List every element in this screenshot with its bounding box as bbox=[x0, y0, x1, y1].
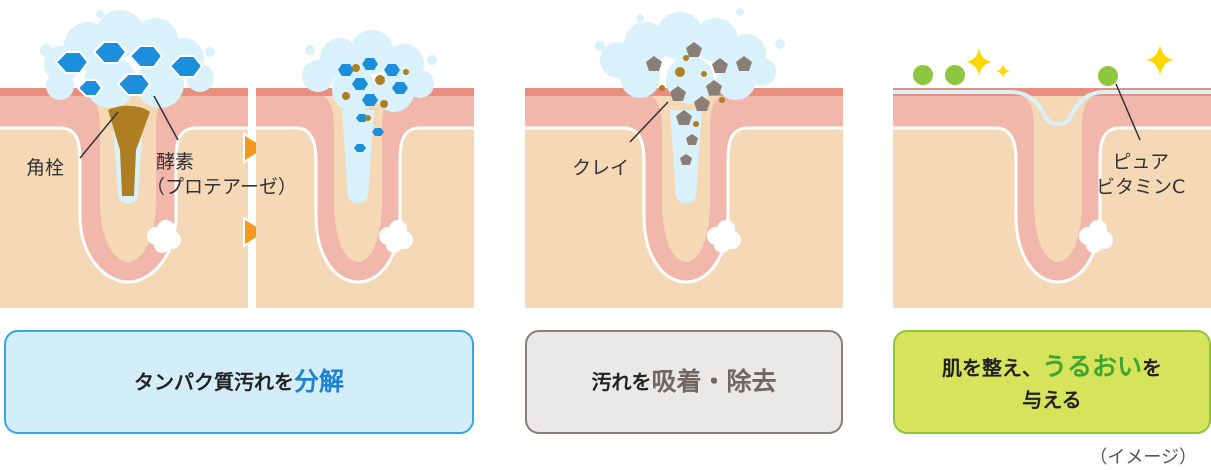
skin-diagram bbox=[0, 8, 1211, 308]
arrow-right-icon bbox=[243, 132, 268, 248]
sebum-particle bbox=[342, 64, 409, 121]
enzyme-hexagon-icon bbox=[54, 41, 204, 97]
caption-text: タンパク質汚れを bbox=[133, 369, 294, 394]
vitamin-c-label: ピュア ビタミンC bbox=[1096, 150, 1185, 199]
caption-text: を bbox=[1142, 356, 1162, 381]
caption-line2: 与える bbox=[1022, 387, 1082, 412]
caption-text: 汚れを bbox=[591, 369, 652, 394]
vitamin-c-label-line2: ビタミンC bbox=[1096, 175, 1186, 198]
caption-highlight: うるおい bbox=[1041, 352, 1142, 382]
sparkle-icon bbox=[966, 44, 1174, 78]
vitamin-sphere-icon bbox=[913, 65, 1118, 86]
clay-label: クレイ bbox=[572, 157, 630, 179]
caption-box-moisturize: 肌を整え、うるおいを 与える bbox=[893, 330, 1211, 434]
image-note: （イメージ） bbox=[1089, 447, 1197, 468]
kakusen-label: 角栓 bbox=[26, 157, 65, 179]
enzyme-label-line1: 酵素 bbox=[156, 151, 195, 173]
vitamin-c-label-line1: ピュア bbox=[1112, 151, 1169, 173]
panel2-skin bbox=[525, 88, 843, 308]
caption-line1: 肌を整え、うるおいを bbox=[942, 349, 1162, 385]
caption-text: 肌を整え、 bbox=[941, 356, 1042, 381]
panel1-skin-left bbox=[0, 88, 248, 308]
enzyme-label: 酵素 （プロテアーゼ） bbox=[146, 150, 297, 199]
clay-pentagon-icon bbox=[646, 42, 752, 165]
panel3-skin bbox=[893, 88, 1211, 308]
caption-highlight: 吸着・除去 bbox=[651, 366, 777, 396]
enzyme-hexagon-icon bbox=[338, 58, 408, 152]
caption-box-absorb: 汚れを 吸着・除去 bbox=[525, 330, 843, 434]
foam-cloud bbox=[595, 8, 785, 104]
caption-highlight: 分解 bbox=[293, 366, 344, 396]
enzyme-label-line2: （プロテアーゼ） bbox=[146, 175, 297, 198]
caption-box-decompose: タンパク質汚れを 分解 bbox=[4, 330, 474, 434]
sebum-particle bbox=[659, 55, 725, 127]
